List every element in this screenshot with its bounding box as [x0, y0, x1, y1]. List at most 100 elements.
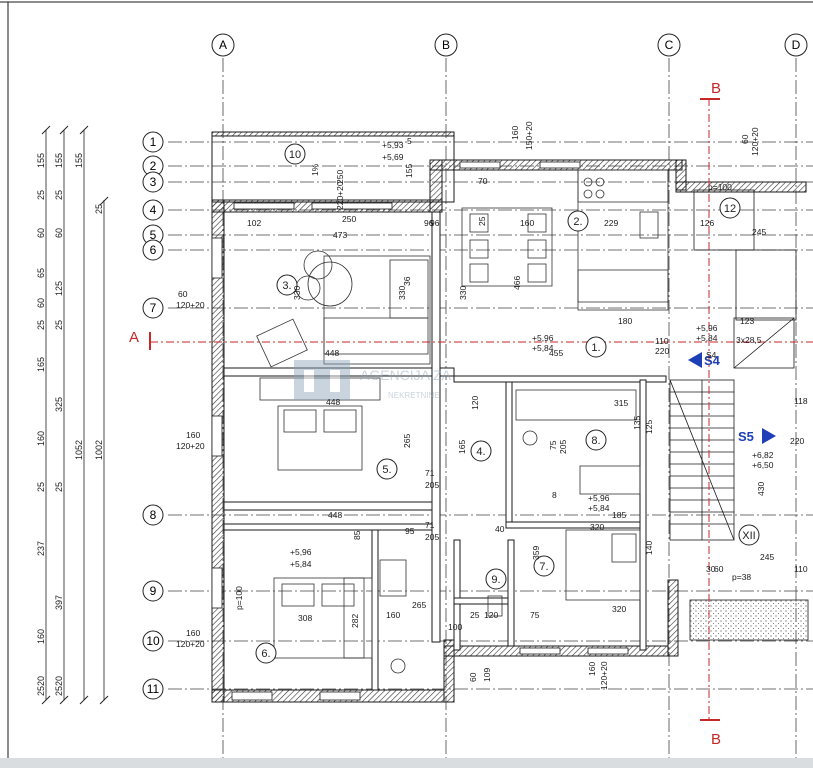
axis-label-b: B [442, 38, 450, 52]
dim-left2-25c: 25 [54, 482, 64, 492]
dim-left3-1052: 1052 [74, 440, 84, 460]
watermark-subtitle: NEKRETNINE [388, 391, 440, 400]
dimension-label: +6,50 [752, 460, 774, 470]
dim-left-155a: 155 [36, 153, 46, 168]
axis-label-9: 9 [150, 584, 157, 598]
dimension-label: 8 [552, 490, 557, 500]
dim-left4-25: 25 [94, 204, 104, 214]
dimension-label: 330 [397, 286, 407, 300]
axis-label-2: 2 [150, 159, 157, 173]
dimension-label: 320 [612, 604, 626, 614]
axis-label-8: 8 [150, 508, 157, 522]
section-end-marks [149, 98, 720, 721]
dimension-label: +5,96 [532, 333, 554, 343]
row-axis-bubbles: 1 2 3 4 5 6 7 8 9 10 11 [142, 131, 164, 700]
dimension-label: 25 [477, 216, 487, 226]
dimension-label: +5,84 [696, 333, 718, 343]
dimension-label: 205 [425, 532, 439, 542]
dimension-label: 220+20 [335, 181, 345, 210]
dimension-label: 473 [333, 230, 347, 240]
dimension-label: 308 [298, 613, 312, 623]
dim-left2-25: 25 [54, 190, 64, 200]
axis-label-10: 10 [146, 634, 160, 648]
windows [211, 161, 629, 701]
dimension-label: 110 [655, 336, 669, 346]
dim-left2-397: 397 [54, 595, 64, 610]
s4-arrow-icon [688, 352, 702, 368]
dimension-label: 118 [794, 396, 808, 406]
dim-left4-1002: 1002 [94, 440, 104, 460]
dimension-label: 185 [612, 510, 626, 520]
dimension-label: 25 [470, 610, 480, 620]
dimension-label: 120+20 [176, 300, 205, 310]
axis-label-3: 3 [150, 175, 157, 189]
dimension-label: 250 [335, 170, 345, 184]
dimension-label: 155 [404, 164, 414, 178]
dimension-label: 120+20 [176, 441, 205, 451]
room-XII: XII [742, 530, 755, 542]
dimension-label: 71 [425, 520, 435, 530]
room-5: 5. [382, 464, 391, 476]
dimension-label: 30 [706, 564, 716, 574]
section-label-a: A [129, 329, 139, 346]
dim-left-60a: 60 [36, 228, 46, 238]
dimension-label: +5,96 [696, 323, 718, 333]
dimension-label: 466 [512, 276, 522, 290]
staircase [669, 189, 809, 641]
axis-label-c: C [665, 38, 674, 52]
room-2: 2. [573, 216, 582, 228]
dimension-label: 60 [714, 564, 724, 574]
axis-label-5: 5 [150, 228, 157, 242]
dimension-label: +5,84 [588, 503, 610, 513]
room-6: 6. [261, 648, 270, 660]
dimension-label: 320 [590, 522, 604, 532]
dimension-label: 36 [402, 276, 412, 286]
dimension-label: 1% [310, 163, 320, 176]
dim-left2-2520: 2520 [54, 676, 64, 696]
dim-left2-125: 125 [54, 281, 64, 296]
dimension-label: 245 [752, 227, 766, 237]
room-7: 7. [539, 561, 548, 573]
left-dimension-labels: 155 25 60 65 60 25 165 160 25 237 160 25… [36, 153, 104, 696]
dimension-label: 250 [342, 214, 356, 224]
dim-left-65: 65 [36, 268, 46, 278]
dimension-labels: 60120+20160120+20160120+20250220+201555+… [176, 121, 808, 690]
bedroom-furniture [259, 377, 641, 674]
watermark-title: AGENCIJA ZA [360, 367, 452, 383]
dimension-label: 75 [530, 610, 540, 620]
dimension-label: 150+20 [524, 121, 534, 150]
axis-label-d: D [792, 38, 801, 52]
dimension-label: 123 [740, 316, 754, 326]
balcony-parapet [211, 131, 455, 137]
dimension-label: 60 [468, 672, 478, 682]
dimension-label: 160 [186, 430, 200, 440]
dimension-label: 330 [292, 286, 302, 300]
bottom-scrollbar-strip [0, 758, 813, 768]
axis-label-a: A [219, 38, 227, 52]
axis-label-4: 4 [150, 203, 157, 217]
dim-left-160a: 160 [36, 431, 46, 446]
axis-label-1: 1 [150, 135, 157, 149]
room-numbers: 1. 2. 3. 4. 5. 6. 7. 8. 9. 10 12 XII [255, 143, 760, 664]
room-4: 4. [476, 446, 485, 458]
dimension-label: +5,84 [290, 559, 312, 569]
dim-left2-155: 155 [54, 153, 64, 168]
interior-walls [223, 211, 667, 691]
dimension-label: 359 [531, 546, 541, 560]
s5-arrow-icon [762, 428, 776, 444]
dim-left-60b: 60 [36, 298, 46, 308]
dimension-label: p=100 [234, 586, 244, 610]
dimension-label: 448 [326, 397, 340, 407]
dimension-label: 126 [700, 218, 714, 228]
dimension-label: 102 [247, 218, 261, 228]
dimension-label: 70 [478, 176, 488, 186]
marker-s5: S5 [738, 429, 754, 444]
dimension-label: +5,69 [382, 152, 404, 162]
dimension-label: 71 [425, 468, 435, 478]
dimension-label: 448 [328, 510, 342, 520]
dimension-label: 5 [407, 136, 412, 146]
dimension-label: 330 [458, 286, 468, 300]
dimension-label: 455 [549, 348, 563, 358]
axis-label-7: 7 [150, 301, 157, 315]
